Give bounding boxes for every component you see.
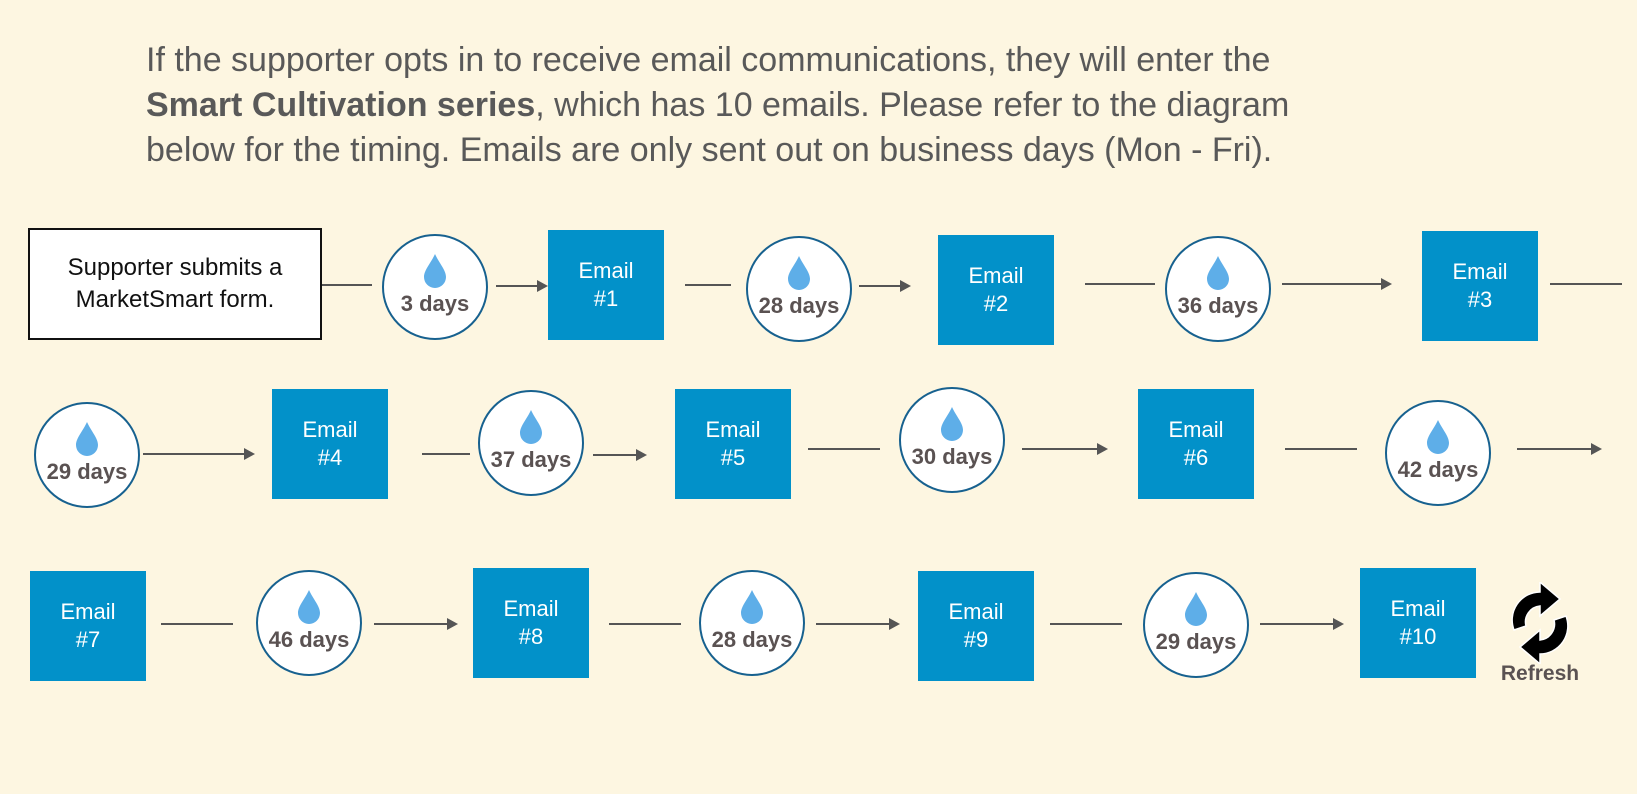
email-number: #3 xyxy=(1467,287,1493,312)
connector-arrow xyxy=(593,449,647,461)
wait-label: 29 days xyxy=(46,459,128,484)
wait-node-10: 29 days xyxy=(1143,572,1249,678)
connector-line xyxy=(422,453,470,455)
email-node-1: Email #1 xyxy=(548,230,664,340)
water-drop-icon xyxy=(941,407,963,441)
intro-line-1: If the supporter opts in to receive emai… xyxy=(146,41,1271,79)
series-name: Smart Cultivation series xyxy=(146,86,536,124)
wait-node-2: 28 days xyxy=(746,236,852,342)
email-node-5: Email #5 xyxy=(675,389,791,499)
email-number: #6 xyxy=(1183,445,1209,470)
email-title: Email xyxy=(948,599,1004,624)
wait-node-1: 3 days xyxy=(382,234,488,340)
wait-node-3: 36 days xyxy=(1165,236,1271,342)
connector-arrow xyxy=(374,618,458,630)
water-drop-icon xyxy=(76,422,98,456)
connector-arrow xyxy=(816,618,900,630)
start-line-2: MarketSmart form. xyxy=(75,286,275,313)
wait-label: 42 days xyxy=(1397,457,1479,482)
email-title: Email xyxy=(1168,417,1224,442)
wait-node-7: 42 days xyxy=(1385,400,1491,506)
email-number: #10 xyxy=(1399,624,1437,649)
email-title: Email xyxy=(302,417,358,442)
email-title: Email xyxy=(705,417,761,442)
email-number: #5 xyxy=(720,445,746,470)
connector-arrow xyxy=(859,280,911,292)
water-drop-icon xyxy=(298,590,320,624)
start-form-submission-box: Supporter submits a MarketSmart form. xyxy=(28,228,322,340)
water-drop-icon xyxy=(741,590,763,624)
wait-node-4: 29 days xyxy=(34,402,140,508)
wait-node-9: 28 days xyxy=(699,570,805,676)
connector-arrow xyxy=(496,280,548,292)
connector-arrow xyxy=(1282,278,1392,290)
email-node-3: Email #3 xyxy=(1422,231,1538,341)
connector-line xyxy=(609,623,681,625)
connector-arrow xyxy=(1260,618,1344,630)
wait-label: 30 days xyxy=(911,444,993,469)
connector-line xyxy=(1085,283,1155,285)
email-title: Email xyxy=(60,599,116,624)
wait-label: 3 days xyxy=(400,291,470,316)
connector-arrow xyxy=(143,448,255,460)
wait-node-6: 30 days xyxy=(899,387,1005,493)
email-node-4: Email #4 xyxy=(272,389,388,499)
water-drop-icon xyxy=(424,254,446,288)
connector-line xyxy=(161,623,233,625)
intro-line-2: , which has 10 emails. Please refer to t… xyxy=(535,86,1290,124)
email-node-7: Email #7 xyxy=(30,571,146,681)
email-title: Email xyxy=(503,596,559,621)
connector-arrow-wrap xyxy=(1517,443,1602,455)
wait-label: 37 days xyxy=(490,447,572,472)
intro-text: If the supporter opts in to receive emai… xyxy=(146,38,1446,173)
wait-label: 28 days xyxy=(711,627,793,652)
refresh-indicator: Refresh xyxy=(1495,582,1585,692)
refresh-label: Refresh xyxy=(1500,662,1580,685)
email-node-10: Email #10 xyxy=(1360,568,1476,678)
water-drop-icon xyxy=(1185,592,1207,626)
email-node-8: Email #8 xyxy=(473,568,589,678)
wait-label: 46 days xyxy=(268,627,350,652)
intro-line-3: below for the timing. Emails are only se… xyxy=(146,131,1273,169)
email-title: Email xyxy=(578,258,634,283)
email-number: #7 xyxy=(75,627,101,652)
water-drop-icon xyxy=(788,256,810,290)
connector-line-wrap xyxy=(1550,283,1622,285)
connector-line xyxy=(808,448,880,450)
wait-node-5: 37 days xyxy=(478,390,584,496)
wait-label: 28 days xyxy=(758,293,840,318)
wait-label: 36 days xyxy=(1177,293,1259,318)
email-number: #1 xyxy=(593,286,619,311)
connector-arrow xyxy=(1022,443,1108,455)
email-title: Email xyxy=(1390,596,1446,621)
water-drop-icon xyxy=(1207,256,1229,290)
email-title: Email xyxy=(968,263,1024,288)
email-node-2: Email #2 xyxy=(938,235,1054,345)
water-drop-icon xyxy=(1427,420,1449,454)
wait-node-8: 46 days xyxy=(256,570,362,676)
connector-line xyxy=(685,284,731,286)
email-number: #2 xyxy=(983,291,1009,316)
start-line-1: Supporter submits a xyxy=(67,254,283,281)
email-node-9: Email #9 xyxy=(918,571,1034,681)
email-node-6: Email #6 xyxy=(1138,389,1254,499)
refresh-icon xyxy=(1511,582,1569,664)
connector-line xyxy=(1050,623,1122,625)
email-title: Email xyxy=(1452,259,1508,284)
email-number: #4 xyxy=(317,445,343,470)
wait-label: 29 days xyxy=(1155,629,1237,654)
email-number: #9 xyxy=(963,627,989,652)
water-drop-icon xyxy=(520,410,542,444)
connector-line xyxy=(1285,448,1357,450)
connector-line xyxy=(322,284,372,286)
email-number: #8 xyxy=(518,624,544,649)
